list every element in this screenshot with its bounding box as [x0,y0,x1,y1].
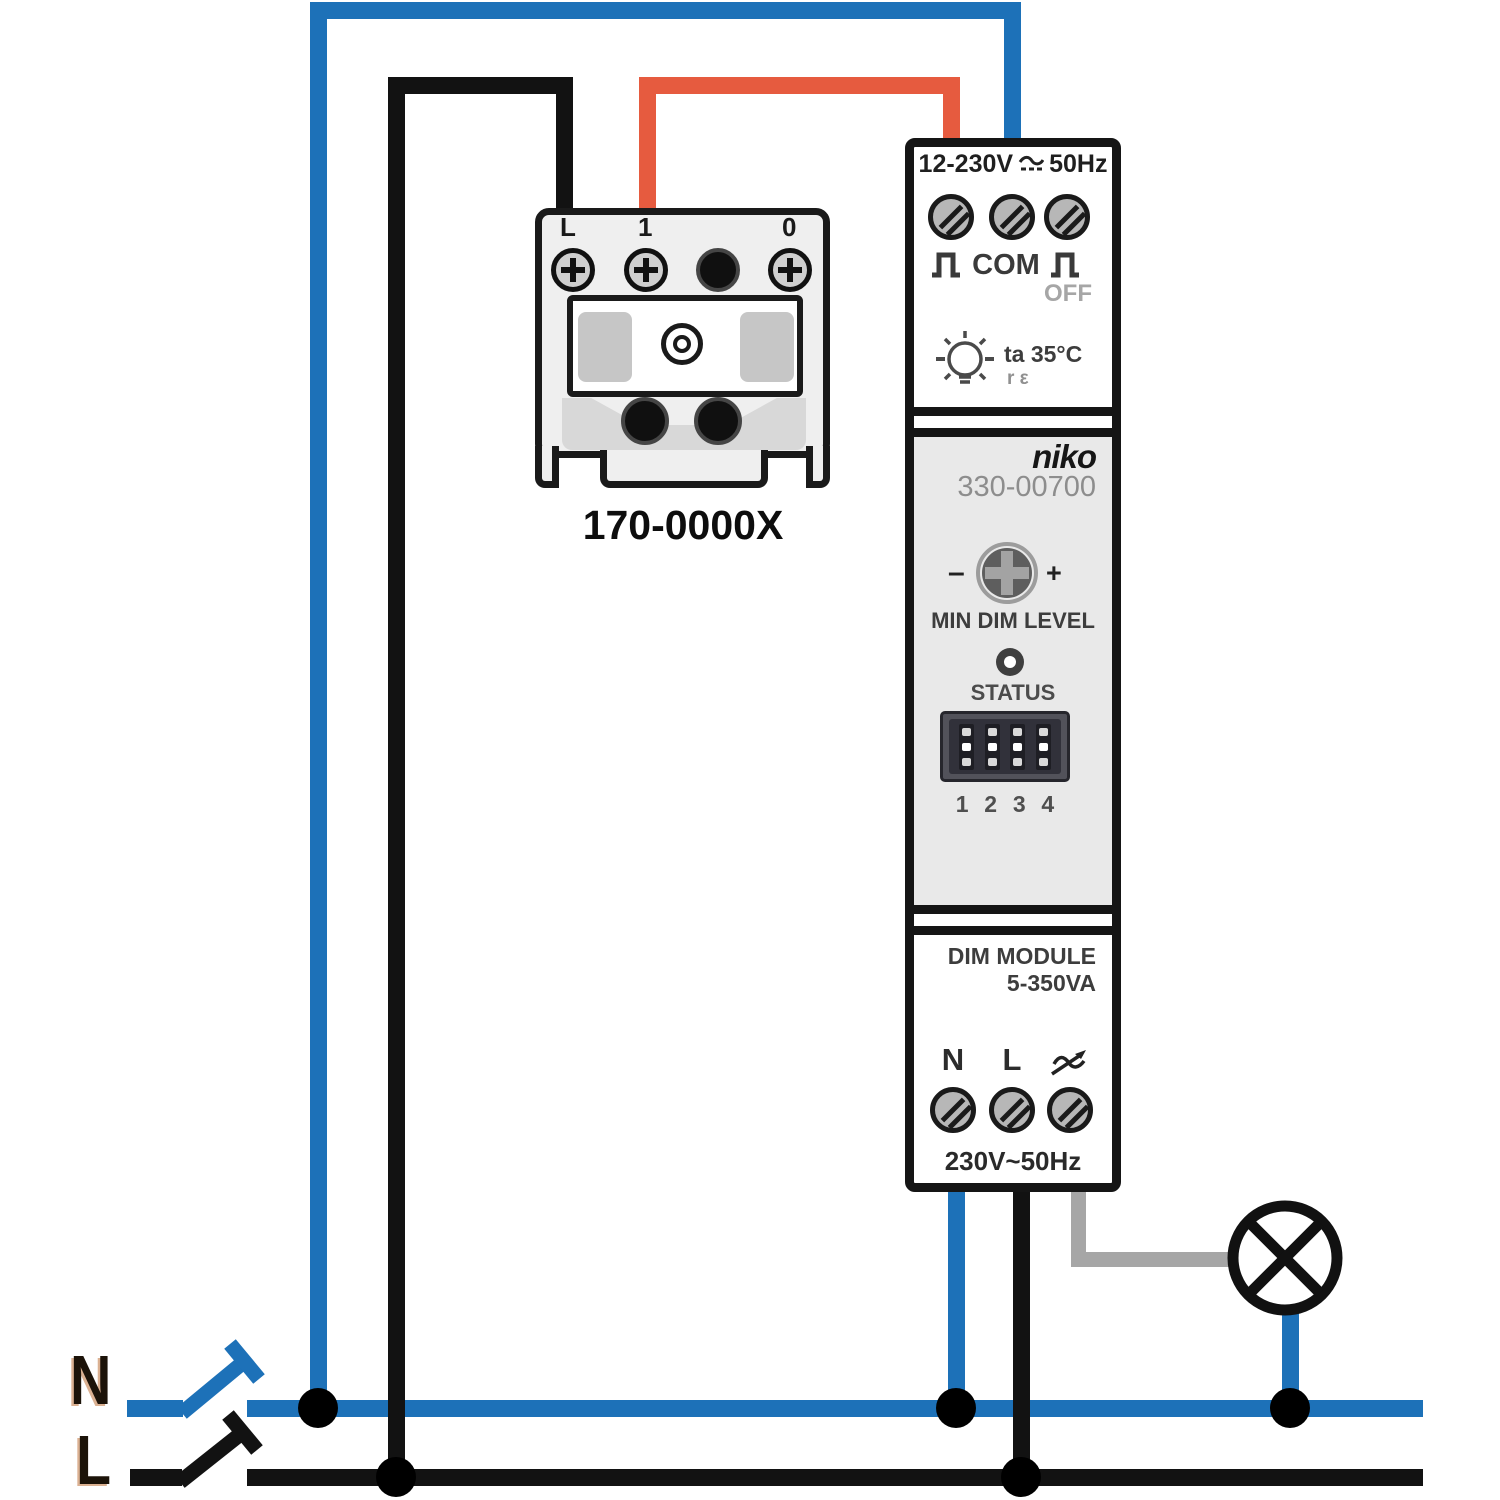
wire-line-top-run [388,77,573,94]
wire-neutral-bus [247,1400,1423,1417]
screw-terminal-com [989,194,1035,240]
push-button-foot-left [535,446,559,488]
wire-neutral-top-run [310,2,1021,19]
screw-terminal-off [1044,194,1090,240]
pulse-icon [1051,252,1079,278]
wire-line-into-button [556,77,573,211]
button-hole-top [696,248,740,292]
pot-label: MIN DIM LEVEL [931,608,1095,633]
module-divider-top [914,407,1112,437]
module-temp-rating: ta 35°C [1004,341,1083,367]
ac-dc-icon [1018,155,1045,171]
dip-switch-block [940,711,1070,782]
mains-line-label: L [76,1421,112,1499]
module-name: DIM MODULE [947,943,1096,969]
module-divider-bottom [914,905,1112,935]
button-terminal-1-label: 1 [638,212,653,242]
module-input-rating-row: 12-230V 50Hz [914,150,1112,178]
module-com-label: COM [972,249,1040,281]
button-terminal-0-label: 0 [782,212,797,242]
screw-terminal-dim [1047,1087,1093,1133]
lamp-icon [1227,1200,1343,1316]
neutral-switch-icon [177,1339,265,1419]
junction-dot [298,1388,338,1428]
wire-module-n-down [948,1186,965,1414]
wire-neutral-bus-stub [127,1400,183,1417]
screw-terminal-pulse [928,194,974,240]
wire-line-bus [247,1469,1423,1486]
module-input-rating: 12-230V [918,149,1014,178]
module-output-rating: 230V~50Hz [944,1146,1082,1176]
wire-module-l-down [1013,1186,1030,1483]
dip-switch-4 [1035,723,1051,770]
pulse-icon [932,252,960,278]
push-button-foot-center [600,446,768,488]
wire-line-bus-stub [130,1469,182,1486]
push-button-foot-right [806,446,830,488]
module-product-code: 330-00700 [957,471,1096,503]
status-label: STATUS [970,680,1056,705]
module-input-freq: 50Hz [1049,149,1108,178]
wire-pulse-run [639,77,960,94]
wire-neutral-into-module-com [1004,2,1021,147]
screw-terminal-l [989,1087,1035,1133]
button-product-code: 170-0000X [582,502,784,548]
button-clamp-right [740,312,794,382]
module-rating: 5-350VA [1006,970,1096,996]
dip-switch-numbers: 1 2 3 4 [955,791,1055,817]
dip-switch-2 [984,723,1000,770]
mains-neutral-label: N [70,1341,112,1419]
pot-minus-label: – [948,556,965,589]
module-terminal-n-label: N [941,1042,965,1077]
module-cert-mark: r ε [1007,368,1029,389]
wire-dim-output-to-lamp [1071,1252,1236,1267]
wire-line-riser [388,77,405,1485]
screw-terminal-n [930,1087,976,1133]
junction-dot [376,1457,416,1497]
junction-dot [1270,1388,1310,1428]
button-screw-l [551,248,595,292]
button-screw-0 [768,248,812,292]
button-hole-bottom-right [694,397,742,445]
pot-plus-label: + [1046,558,1062,588]
module-terminal-l-label: L [1002,1042,1022,1077]
button-hole-bottom-left [621,397,669,445]
dimmable-bulb-icon [936,331,994,384]
line-switch-icon [175,1410,263,1488]
button-screw-1 [624,248,668,292]
junction-dot [1001,1457,1041,1497]
button-clamp-left [578,312,632,382]
junction-dot [936,1388,976,1428]
dimmer-output-icon [1051,1050,1086,1076]
dip-switch-3 [1010,723,1026,770]
wire-pulse-up [639,77,656,211]
module-off-label: OFF [1044,280,1092,307]
dip-switch-1 [959,723,975,770]
wire-pulse-into-module [943,77,960,147]
wire-dim-output-down [1071,1186,1086,1267]
wire-neutral-riser-left [310,2,327,1416]
min-dim-potentiometer [976,542,1038,604]
brand-logo: niko [1032,438,1097,475]
button-terminal-l-label: L [560,212,576,242]
